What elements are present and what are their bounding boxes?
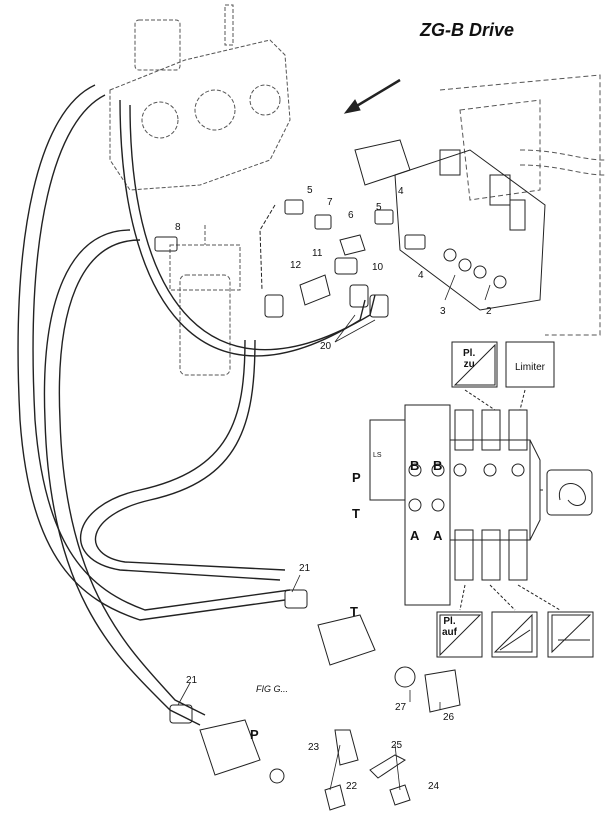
callout-21b: 21	[186, 675, 198, 686]
pl-zu-icon-triangle	[453, 343, 496, 386]
leader-lines	[177, 274, 491, 791]
tilt-right-icon	[547, 611, 594, 658]
valve-inset	[369, 389, 561, 611]
port-label-a2: A	[433, 528, 443, 543]
callout-10: 10	[372, 262, 384, 273]
pl-auf-icon-triangle	[439, 614, 482, 657]
filter-outline	[169, 225, 241, 376]
port-label-b1: B	[410, 458, 420, 473]
callout-12: 12	[290, 260, 302, 271]
couplers	[169, 284, 461, 811]
pl-zu-icon-frame	[451, 341, 498, 388]
callout-4b: 4	[418, 270, 424, 281]
limiter-icon-frame	[505, 341, 555, 388]
pl-zu-icon-label: Pl. zu	[463, 348, 476, 370]
callout-26: 26	[443, 712, 455, 723]
callout-3: 3	[440, 306, 446, 317]
control-valve-block	[354, 139, 546, 311]
figure-reference: FIG G...	[256, 684, 289, 694]
fittings-group	[154, 199, 426, 306]
port-label-p-coupler: P	[250, 727, 259, 742]
callout-25: 25	[391, 740, 403, 751]
callout-20: 20	[320, 341, 332, 352]
callout-5a: 5	[307, 185, 313, 196]
port-label-a1: A	[410, 528, 420, 543]
tilt-left-icon	[491, 611, 538, 658]
direction-arrow	[349, 78, 401, 112]
page-title: ZG-B Drive	[420, 20, 515, 40]
port-label-p-left: P	[352, 470, 361, 485]
callout-24: 24	[428, 781, 440, 792]
direction-arrowhead	[343, 99, 361, 114]
gearbox-outline	[109, 4, 291, 191]
callout-22: 22	[346, 781, 358, 792]
hook-rotation-icon	[546, 469, 593, 516]
callout-5b: 5	[376, 202, 382, 213]
callout-27: 27	[395, 702, 407, 713]
hose-assembly	[17, 84, 376, 726]
callout-7: 7	[327, 197, 333, 208]
callout-4a: 4	[398, 186, 404, 197]
port-label-t-coupler: T	[350, 604, 358, 619]
callout-23: 23	[308, 742, 320, 753]
port-label-b2: B	[433, 458, 443, 473]
callout-11: 11	[312, 248, 323, 259]
port-label-ls: LS	[373, 452, 382, 459]
callout-21a: 21	[299, 563, 311, 574]
callout-2: 2	[486, 306, 492, 317]
callout-8: 8	[175, 222, 181, 233]
callout-6: 6	[348, 210, 354, 221]
port-label-t-left: T	[352, 506, 360, 521]
mounting-bracket	[439, 74, 605, 336]
limiter-icon-label: Limiter	[514, 362, 545, 373]
pl-auf-icon-label: Pl. auf	[442, 616, 457, 638]
pl-auf-icon-frame	[436, 611, 483, 658]
